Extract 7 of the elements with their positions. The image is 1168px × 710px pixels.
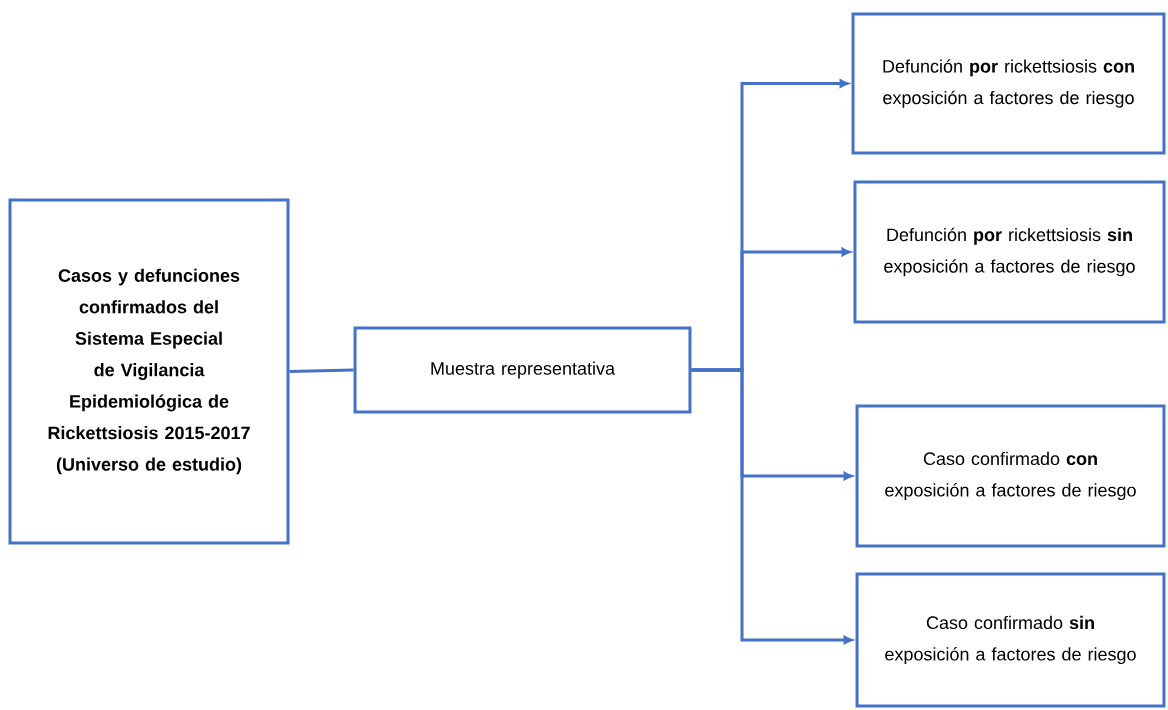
source-box: Casos y defunciones confirmados del Sistema Especial de Vigilancia Epidemiológica de Rickettsiosis 2015-2017 (Universo de estudio) [8,198,290,545]
category-box: Defunción por rickettsiosis sin exposición a factores de riesgo [853,180,1166,324]
sample-box: Muestra representativa [353,326,692,414]
category-box: Defunción por rickettsiosis con exposición a factores de riesgo [851,12,1166,155]
arrow [691,368,853,645]
category-box: Caso confirmado sin exposición a factores de riesgo [855,572,1166,708]
category-box: Caso confirmado con exposición a factores de riesgo [855,404,1166,548]
